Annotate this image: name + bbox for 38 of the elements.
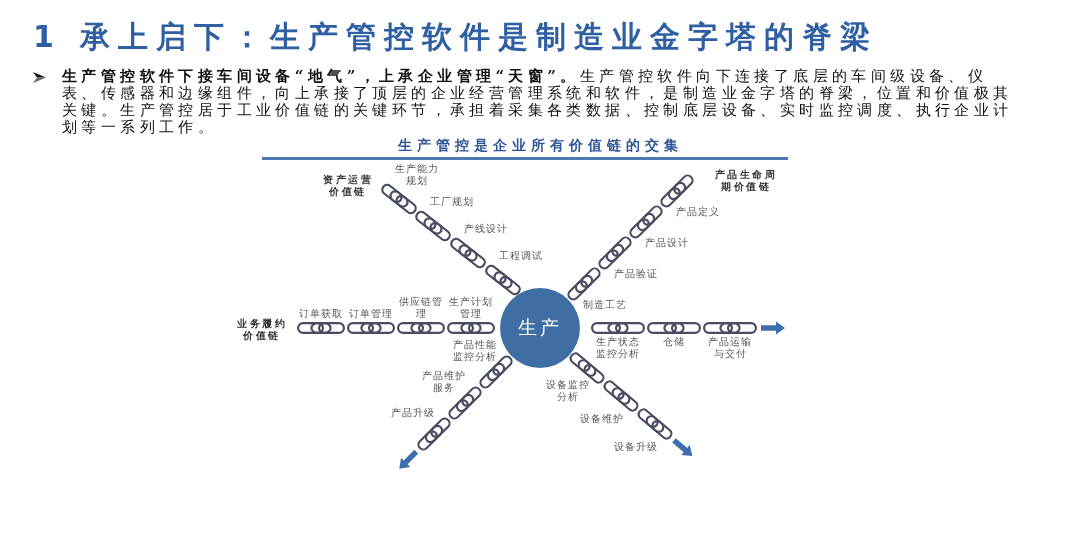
- intro-paragraph: 生产管控软件下接车间设备“地气”，上承企业管理“天窗”。生产管控软件向下连接了底层的车间级设备、仪表、传感器和边缘组件，向上承接了顶层的企业经营管理系统和软件，是制造业金字塔的脊梁，位置和价值极其关键。生产管控居于工业价值链的关键环节，承担着采集各类数据、控制底层设备、实时监控调度、执行企业计划等一系列工作。: [62, 68, 1014, 136]
- value-chain-name: 资产运营价值链: [322, 174, 374, 198]
- chain-segment: [347, 322, 395, 334]
- hub-circle: 生产: [500, 288, 580, 368]
- chain-segment: [297, 322, 345, 334]
- chain-label: 工程调试: [499, 250, 544, 263]
- chain-label: 工厂规划: [429, 196, 474, 208]
- chain-label: 设备维护: [579, 413, 624, 426]
- chain-segment: [447, 322, 495, 334]
- chain-label: 产品维护服务: [421, 369, 467, 394]
- chain-label: 生产计划管理: [448, 296, 494, 320]
- chain-label: 产品设计: [645, 237, 690, 250]
- chain-segment: [703, 322, 757, 334]
- chain-label: 制造工艺: [583, 299, 628, 312]
- page-title: 1 承上启下：生产管控软件是制造业金字塔的脊梁: [33, 18, 879, 56]
- chain-label: 生产能力规划: [394, 162, 440, 187]
- chain-segment: [591, 322, 645, 334]
- arrow: [761, 321, 785, 335]
- chain-label: 订单管理: [349, 308, 393, 320]
- chain-segment: [647, 322, 701, 334]
- chart-heading: 生产管控是企业所有价值链的交集: [397, 136, 683, 154]
- value-chain-name: 产品生命周期价值链: [714, 169, 778, 193]
- chain-label: 供应链管理: [398, 296, 444, 320]
- chain-label: 生产状态监控分析: [595, 336, 641, 360]
- chain-label: 订单获取: [299, 308, 343, 320]
- chain-segment: [397, 322, 445, 334]
- chain-label: 产品验证: [614, 268, 659, 281]
- chain-label: 仓储: [663, 336, 685, 348]
- chain-label: 设备监控分析: [545, 378, 591, 403]
- arrow: [399, 449, 419, 469]
- chain-label: 产品升级: [390, 406, 435, 419]
- value-chain-name: 业务履约价值链: [236, 318, 288, 342]
- chain-label: 设备升级: [613, 441, 658, 454]
- arrow: [672, 438, 693, 456]
- chain-label: 产品运输与交付: [707, 336, 753, 360]
- chain-label: 产品定义: [676, 206, 721, 218]
- chain-label: 产品性能监控分析: [452, 338, 498, 363]
- chain-label: 产线设计: [464, 223, 509, 236]
